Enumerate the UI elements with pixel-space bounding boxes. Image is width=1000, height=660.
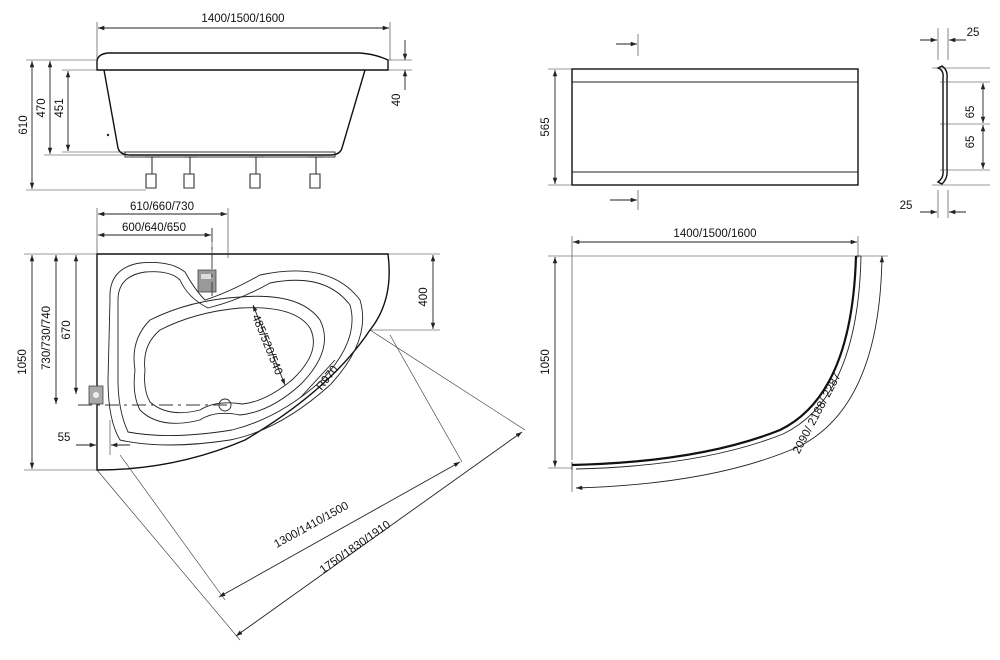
top-diagonal-inner-label: 1300/1410/1500 [272,500,351,551]
profile-top-offset-label: 25 [967,27,980,39]
curved-arc-length-label: 2090/ 2188/ 2287 [791,371,844,456]
panel-profile-outline [936,65,948,185]
top-depth-outer-label: 730/730/740 [41,306,53,370]
top-view-inner-contour [133,295,325,424]
profile-lower-section-label: 65 [965,136,977,149]
top-view-basin [117,271,353,437]
top-width-outer-label: 610/660/730 [130,201,194,213]
top-diagonal-outer-dim [235,431,523,637]
top-diagonal-outer-label: 1750/1830/1910 [318,519,393,577]
side-tub-body [103,69,366,156]
curved-height-label: 1050 [540,349,552,375]
top-basin-width-label: 485/520/540 [249,313,284,377]
front-panel-height-label: 565 [540,117,552,136]
front-panel-outline [571,68,859,186]
top-depth-total-label: 1050 [17,349,29,375]
front-panel: 565 [540,34,859,210]
side-view: 1400/1500/1600 610 470 451 [18,13,412,191]
curved-panel: 1400/1500/1600 1050 2090/ 2188/ 2287 [540,228,888,492]
top-view-outline [96,253,390,471]
curved-length-label: 1400/1500/1600 [673,228,756,240]
side-h-inner-label: 451 [54,98,66,117]
top-bevel-label: 400 [418,287,430,306]
curved-arc-dim [575,255,885,491]
panel-profile: 25 25 65 65 [900,27,990,218]
profile-upper-section-label: 65 [965,106,977,119]
side-length-label: 1400/1500/1600 [201,13,284,25]
profile-bottom-offset-label: 25 [900,200,913,212]
top-view-rim [107,261,364,446]
side-h-rim-label: 470 [36,98,48,117]
overflow-icon [88,385,104,405]
top-view: 610/660/730 600/640/650 1050 730/730/740… [17,201,526,641]
side-rim-thickness-label: 40 [391,94,403,107]
top-width-inner-label: 600/640/650 [122,222,186,234]
side-legs [145,156,324,189]
top-diagonal-inner-dim [218,461,461,598]
side-rim [96,52,389,71]
faucet-icon [197,269,217,293]
top-depth-inner-label: 670 [61,320,73,339]
side-h-total-label: 610 [18,115,30,134]
top-drain-offset-label: 55 [58,432,71,444]
